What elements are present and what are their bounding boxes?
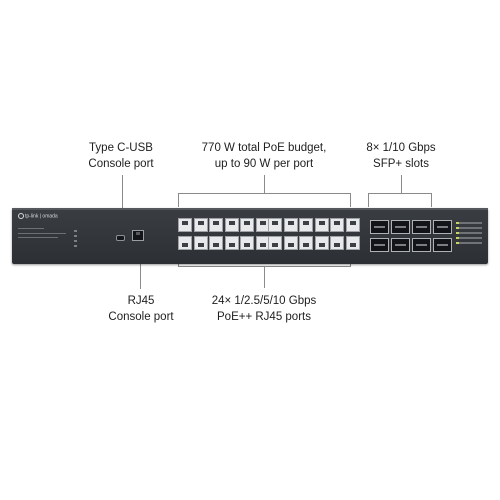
sfp-slot bbox=[370, 238, 389, 252]
sfp-bracket-stem bbox=[401, 175, 402, 193]
status-led-panel bbox=[456, 222, 482, 247]
rj45-port bbox=[314, 236, 329, 250]
rj45-port bbox=[268, 218, 282, 232]
rj45-console-label-line2: Console port bbox=[108, 311, 174, 323]
rj45-port bbox=[193, 236, 208, 250]
type-c-leader-line bbox=[122, 175, 123, 228]
rj45-port bbox=[178, 236, 192, 250]
status-led bbox=[456, 232, 482, 234]
status-led bbox=[456, 237, 482, 239]
rj45-port bbox=[330, 218, 344, 232]
rj45-port bbox=[283, 218, 298, 232]
rj45-port-group-1 bbox=[178, 218, 270, 252]
sfp-slot-group bbox=[370, 220, 452, 254]
rj45-port bbox=[299, 218, 313, 232]
model-label-mark bbox=[18, 228, 44, 229]
rj45-port bbox=[330, 236, 344, 250]
sfp-slot bbox=[391, 238, 410, 252]
type-c-usb-callout: Type C-USB Console port bbox=[76, 140, 166, 172]
sfp-bracket-left bbox=[368, 193, 369, 207]
sfp-bracket-top bbox=[368, 193, 432, 194]
rj45-ports-callout: 24× 1/2.5/5/10 Gbps PoE++ RJ45 ports bbox=[194, 293, 334, 325]
poe-bracket-top bbox=[178, 193, 351, 194]
status-led bbox=[456, 227, 482, 229]
switch-front-panel: tp-link | omada bbox=[12, 208, 488, 264]
type-c-usb-label-line2: Console port bbox=[88, 158, 154, 170]
sfp-label-line1: 8× 1/10 Gbps bbox=[366, 142, 436, 154]
rj45-port bbox=[240, 218, 254, 232]
system-led-poe bbox=[74, 245, 77, 247]
brand-logo: tp-link | omada bbox=[18, 213, 58, 219]
poe-bracket-left bbox=[178, 193, 179, 207]
sfp-slot bbox=[433, 220, 452, 234]
system-led-fan bbox=[74, 240, 77, 242]
sfp-slot bbox=[391, 220, 410, 234]
rj45-port-group-2 bbox=[268, 218, 360, 252]
rj45-console-callout: RJ45 Console port bbox=[96, 293, 186, 325]
rj45-port bbox=[193, 218, 208, 232]
sfp-slot bbox=[433, 238, 452, 252]
rj45-port bbox=[268, 236, 282, 250]
rj45-port bbox=[314, 218, 329, 232]
type-c-usb-console-port bbox=[116, 235, 125, 241]
rj45-port bbox=[178, 218, 192, 232]
rj45-port bbox=[209, 236, 223, 250]
sfp-callout: 8× 1/10 Gbps SFP+ slots bbox=[356, 140, 446, 172]
rj45-console-label-line1: RJ45 bbox=[127, 295, 155, 307]
rj45-console-port bbox=[132, 230, 144, 241]
model-desc-mark-2 bbox=[18, 237, 58, 238]
status-led bbox=[456, 242, 482, 244]
sfp-bracket-right bbox=[431, 193, 432, 207]
rj45-ports-label-line2: PoE++ RJ45 ports bbox=[217, 311, 311, 323]
model-desc-mark bbox=[18, 233, 66, 234]
rj45-port bbox=[240, 236, 254, 250]
poe-bracket-right bbox=[350, 193, 351, 207]
rj45-port bbox=[299, 236, 313, 250]
poe-bracket-stem bbox=[264, 175, 265, 193]
poe-budget-label-line1: 770 W total PoE budget, bbox=[201, 142, 327, 154]
switch-top-edge bbox=[12, 208, 488, 210]
rj45-port bbox=[224, 218, 239, 232]
rj45-port bbox=[283, 236, 298, 250]
sfp-label-line2: SFP+ slots bbox=[373, 158, 429, 170]
rj45-port bbox=[224, 236, 239, 250]
brand-text: tp-link | omada bbox=[25, 213, 58, 220]
sfp-slot bbox=[370, 220, 389, 234]
rj45-ports-label-line1: 24× 1/2.5/5/10 Gbps bbox=[211, 295, 317, 307]
rj45-console-leader-line bbox=[140, 249, 141, 289]
rj45-port bbox=[345, 218, 360, 232]
system-led-power bbox=[74, 230, 77, 232]
sfp-slot bbox=[412, 238, 431, 252]
rj45-port bbox=[209, 218, 223, 232]
rj45-ports-bracket-stem bbox=[264, 266, 265, 288]
poe-budget-callout: 770 W total PoE budget, up to 90 W per p… bbox=[188, 140, 340, 172]
poe-budget-label-line2: up to 90 W per port bbox=[214, 158, 314, 170]
system-led-sys bbox=[74, 235, 77, 237]
rj45-port bbox=[345, 236, 360, 250]
status-led bbox=[456, 222, 482, 224]
type-c-usb-label-line1: Type C-USB bbox=[89, 142, 153, 154]
sfp-slot bbox=[412, 220, 431, 234]
